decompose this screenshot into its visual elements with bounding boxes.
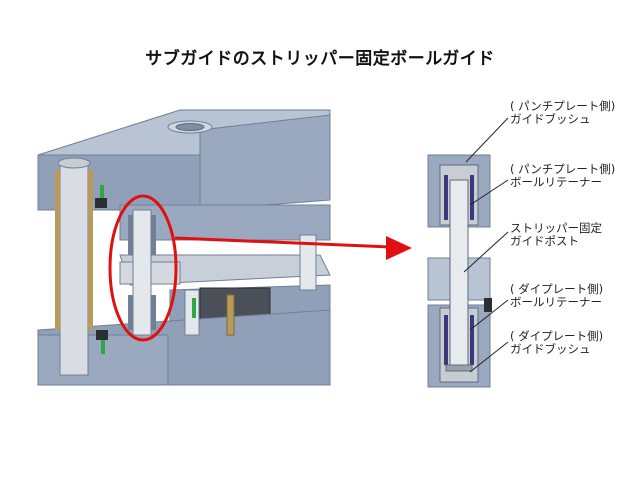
arrow-right-icon bbox=[174, 236, 412, 260]
die-set-assembly bbox=[37, 109, 331, 386]
highlight-ellipse bbox=[108, 194, 178, 342]
bolt bbox=[101, 340, 105, 354]
label-die-guide-bush: ( ダイプレート側)ガイドブッシュ bbox=[510, 329, 604, 356]
upper-plate-side bbox=[199, 114, 331, 211]
diagram-title: サブガイドのストリッパー固定ボールガイド bbox=[145, 49, 495, 69]
label-punch-ball-retainer: ( パンチプレート側)ボールリテーナー bbox=[510, 162, 616, 189]
label-die-ball-retainer: ( ダイプレート側)ボールリテーナー bbox=[510, 282, 604, 309]
leader-lines bbox=[463, 117, 509, 373]
zoomed-sub-guide bbox=[427, 154, 492, 388]
stripper-guide-post bbox=[449, 179, 469, 371]
main-guide-post bbox=[59, 164, 89, 376]
label-punch-guide-bush: ( パンチプレート側)ガイドブッシュ bbox=[510, 99, 616, 126]
label-stripper-guide-post: ストリッパー固定ガイドポスト bbox=[510, 221, 602, 248]
bolt bbox=[100, 185, 104, 199]
spring bbox=[226, 294, 235, 336]
sub-guide-post bbox=[132, 209, 152, 336]
